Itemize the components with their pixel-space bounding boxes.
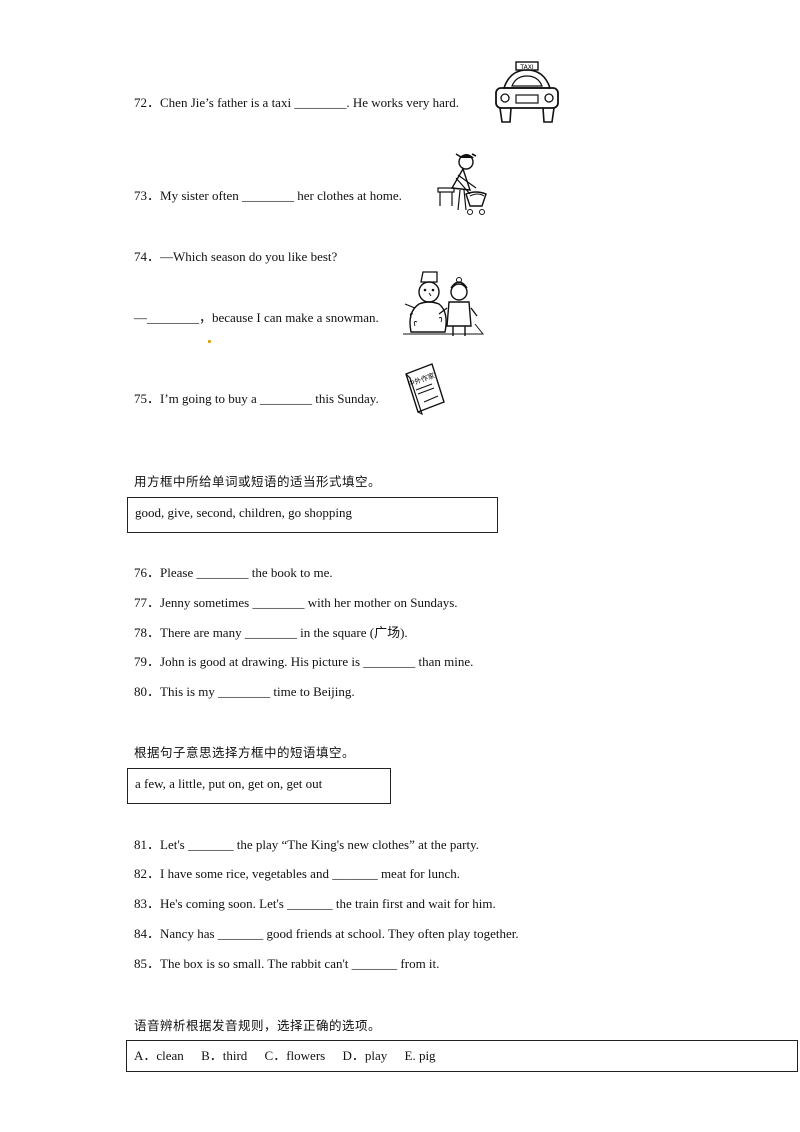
question-72: 72．Chen Jie’s father is a taxi ________.…	[134, 95, 459, 111]
word-bank-box: good, give, second, children, go shoppin…	[127, 497, 498, 533]
question-number: 72．	[134, 95, 161, 110]
question-number: 73．	[134, 188, 161, 203]
section-heading-word-form: 用方框中所给单词或短语的适当形式填空。	[134, 474, 382, 489]
question-84: 84．Nancy has _______ good friends at sch…	[134, 926, 519, 942]
book-picture: 中外作家	[405, 363, 445, 416]
section-heading-phrase-choice: 根据句子意思选择方框中的短语填空。	[134, 745, 356, 760]
question-text: Jenny sometimes ________ with her mother…	[160, 595, 458, 610]
option-c: C．flowers	[264, 1048, 326, 1063]
question-77: 77．Jenny sometimes ________ with her mot…	[134, 595, 458, 611]
question-number: 81．	[134, 837, 161, 852]
question-text: I’m going to buy a ________ this Sunday.	[160, 391, 379, 406]
question-number: 82．	[134, 866, 161, 881]
stray-mark	[208, 340, 211, 343]
question-text: I have some rice, vegetables and _______…	[160, 866, 460, 881]
phonics-options-box: A．clean B．third C．flowers D．play E. pig	[126, 1040, 798, 1072]
question-text: My sister often ________ her clothes at …	[160, 188, 402, 203]
question-number: 74．	[134, 249, 161, 264]
question-number: 85．	[134, 956, 161, 971]
option-d: D．play	[342, 1048, 388, 1063]
question-text: —Which season do you like best?	[160, 249, 338, 264]
option-a: A．clean	[134, 1048, 184, 1063]
question-text: Please ________ the book to me.	[160, 565, 333, 580]
question-number: 77．	[134, 595, 161, 610]
question-number: 83．	[134, 896, 161, 911]
question-text: This is my ________ time to Beijing.	[160, 684, 355, 699]
question-text: —________，because I can make a snowman.	[134, 310, 379, 325]
question-number: 80．	[134, 684, 161, 699]
question-text: John is good at drawing. His picture is …	[160, 654, 474, 669]
question-text: Chen Jie’s father is a taxi ________. He…	[160, 95, 459, 110]
question-78: 78．There are many ________ in the square…	[134, 625, 408, 641]
phrase-bank-box: a few, a little, put on, get on, get out	[127, 768, 391, 804]
question-number: 78．	[134, 625, 161, 640]
question-79: 79．John is good at drawing. His picture …	[134, 654, 473, 670]
question-81: 81．Let's _______ the play “The King's ne…	[134, 837, 479, 853]
question-83: 83．He's coming soon. Let's _______ the t…	[134, 896, 496, 912]
question-74-prompt: 74．—Which season do you like best?	[134, 249, 337, 265]
taxi-picture: TAXI	[495, 61, 559, 123]
snowman-picture	[403, 271, 485, 336]
question-73: 73．My sister often ________ her clothes …	[134, 188, 402, 204]
option-e: E. pig	[404, 1048, 436, 1063]
question-text: Nancy has _______ good friends at school…	[160, 926, 519, 941]
question-75: 75．I’m going to buy a ________ this Sund…	[134, 391, 379, 407]
question-number: 76．	[134, 565, 161, 580]
question-82: 82．I have some rice, vegetables and ____…	[134, 866, 460, 882]
question-text: He's coming soon. Let's _______ the trai…	[160, 896, 496, 911]
taxi-sign-text: TAXI	[519, 64, 533, 71]
question-85: 85．The box is so small. The rabbit can't…	[134, 956, 439, 972]
question-number: 79．	[134, 654, 161, 669]
question-80: 80．This is my ________ time to Beijing.	[134, 684, 355, 700]
girl-washing-clothes-picture	[437, 153, 487, 215]
question-74-answer-line: —________，because I can make a snowman.	[134, 310, 379, 326]
question-text: The box is so small. The rabbit can't __…	[160, 956, 440, 971]
question-text: Let's _______ the play “The King's new c…	[160, 837, 480, 852]
option-b: B．third	[201, 1048, 248, 1063]
question-number: 75．	[134, 391, 161, 406]
question-number: 84．	[134, 926, 161, 941]
section-heading-phonics: 语音辨析根据发音规则，选择正确的选项。	[134, 1018, 382, 1033]
question-text: There are many ________ in the square (广…	[160, 625, 408, 640]
word-bank-text: good, give, second, children, go shoppin…	[135, 505, 352, 520]
phrase-bank-text: a few, a little, put on, get on, get out	[135, 776, 323, 791]
question-76: 76．Please ________ the book to me.	[134, 565, 333, 581]
